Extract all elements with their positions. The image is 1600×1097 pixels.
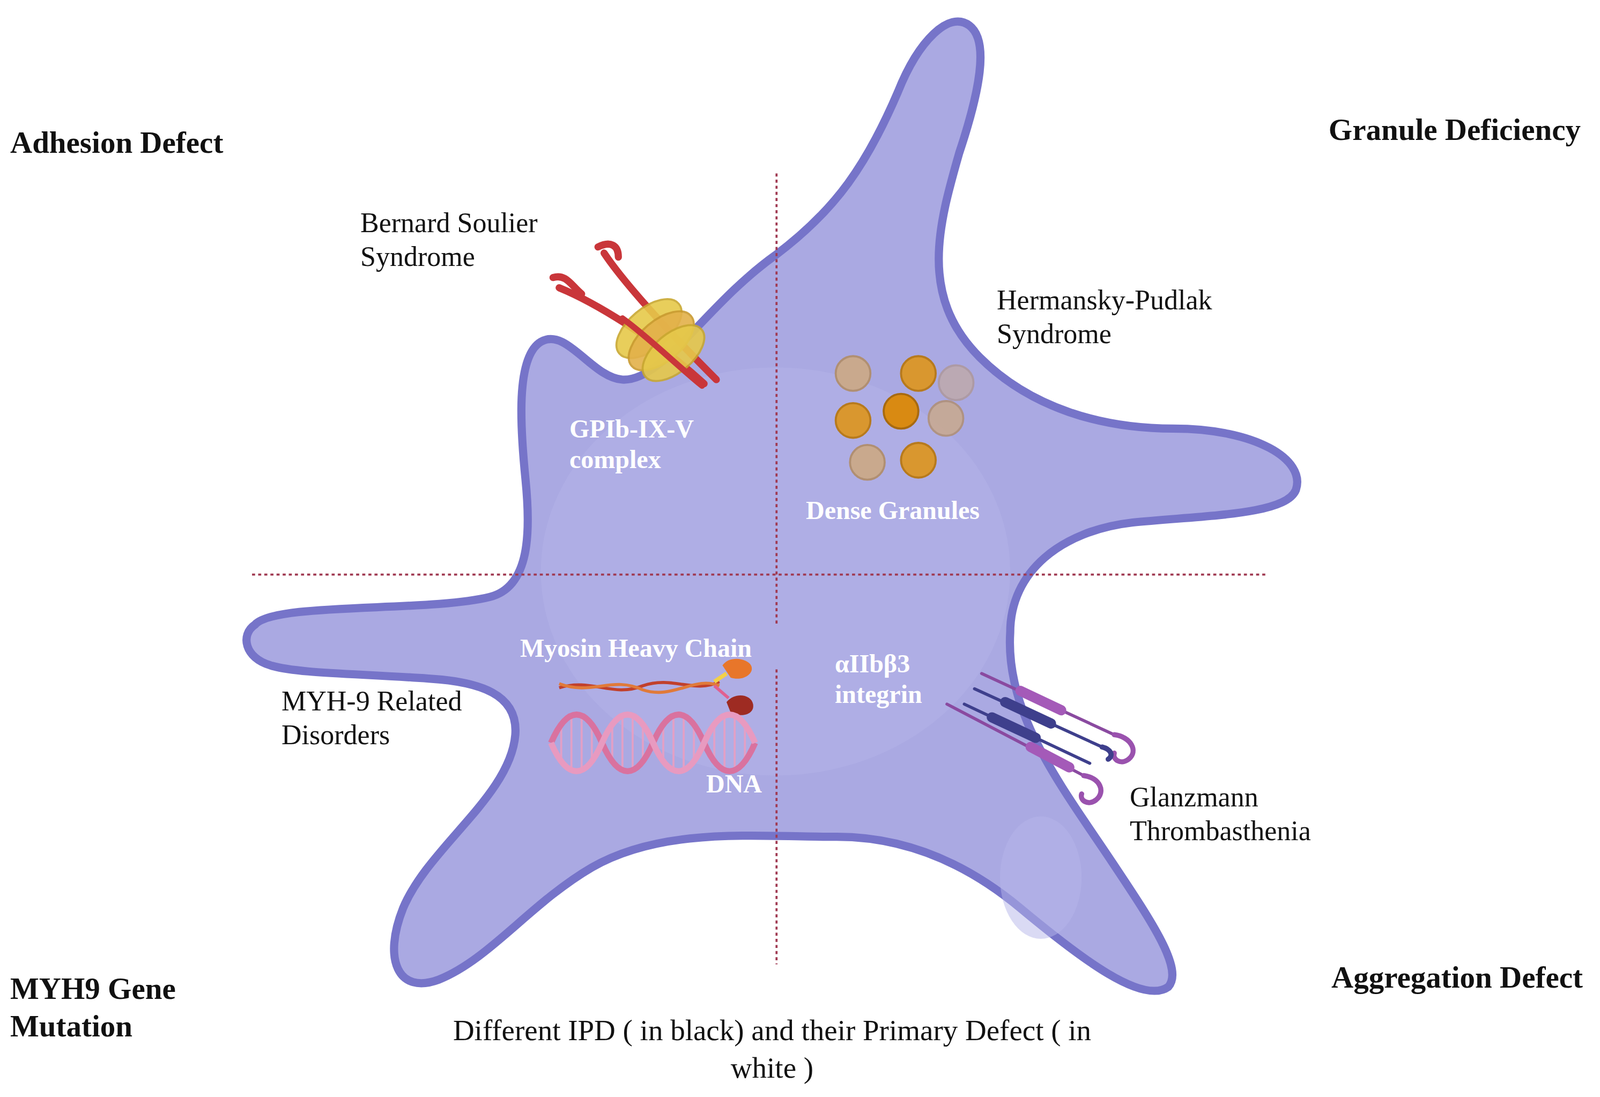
disorder-label: MYH-9 Related Disorders — [281, 684, 496, 752]
quadrant-divider — [775, 173, 778, 625]
quadrant-heading: MYH9 Gene Mutation — [10, 969, 214, 1046]
integrin-icon — [946, 673, 1133, 803]
disorder-label: Hermansky-Pudlak Syndrome — [996, 283, 1255, 351]
quadrant-divider — [775, 669, 778, 965]
gpib-complex-icon — [552, 243, 716, 392]
defect-label: Dense Granules — [805, 494, 980, 526]
myosin-icon — [559, 658, 754, 716]
disorder-label: Bernard Soulier Syndrome — [360, 205, 575, 274]
defect-label: GPIb-IX-V complex — [569, 413, 742, 475]
dense-granules-icon — [835, 356, 974, 480]
dna-helix-icon — [551, 714, 756, 772]
disorder-label: Glanzmann Thrombasthenia — [1129, 780, 1355, 848]
figure-caption: Different IPD ( in black) and their Prim… — [431, 1011, 1113, 1087]
defect-label: αIIbβ3 integrin — [834, 648, 948, 710]
defect-label: DNA — [706, 768, 762, 799]
quadrant-divider — [252, 573, 1269, 576]
defect-label: Myosin Heavy Chain — [520, 632, 752, 664]
quadrant-heading: Adhesion Defect — [10, 124, 224, 161]
cell-shading — [1000, 816, 1082, 939]
quadrant-heading: Aggregation Defect — [1331, 959, 1583, 996]
quadrant-heading: Granule Deficiency — [1328, 112, 1581, 148]
